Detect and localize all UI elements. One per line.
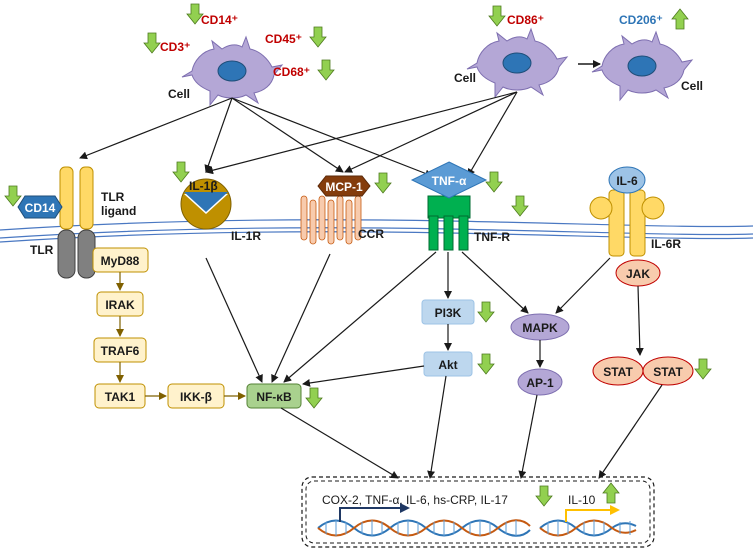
cell-left: Cell CD14⁺ CD3⁺ CD45⁺ CD68⁺ xyxy=(143,3,335,106)
output-box: COX-2, TNF-α, IL-6, hs-CRP, IL-17 IL-10 xyxy=(301,476,655,548)
marker-cd14: CD14⁺ xyxy=(201,13,238,27)
tlr-label: TLR xyxy=(30,243,54,257)
nfkb-label: NF-κB xyxy=(256,390,292,404)
il1b-down-arrow-icon xyxy=(172,161,190,183)
marker-cd3: CD3⁺ xyxy=(160,40,190,54)
cell-right: Cell CD206⁺ xyxy=(591,8,703,101)
il1b-label: IL-1β xyxy=(189,179,218,193)
tlr-receptor: CD14 TLR ligand TLR xyxy=(4,166,136,279)
myd88-label: MyD88 xyxy=(101,254,140,268)
cell-left-label: Cell xyxy=(168,87,190,101)
tlr-ligand-label-1: TLR xyxy=(101,190,125,204)
traf6-label: TRAF6 xyxy=(101,344,140,358)
ccr-receptor: MCP-1 CCR xyxy=(300,172,392,245)
ikkb-label: IKK-β xyxy=(180,390,212,404)
tnfr-label: TNF-R xyxy=(474,230,510,244)
cell-signal-arrows xyxy=(79,91,518,178)
tnfa-label: TNF-α xyxy=(432,174,467,188)
irak-label: IRAK xyxy=(105,298,135,312)
pi3k-label: PI3K xyxy=(435,306,462,320)
pi3k-akt: PI3K Akt xyxy=(421,299,495,377)
il1r-label: IL-1R xyxy=(231,229,261,243)
stat2-label: STAT xyxy=(653,365,683,379)
ccr-label: CCR xyxy=(358,227,384,241)
signal-arrows xyxy=(205,251,663,479)
dna-helix-left-icon xyxy=(317,503,531,537)
tnfr-receptor: TNF-α TNF-R xyxy=(410,161,529,251)
mcp1-label: MCP-1 xyxy=(325,180,363,194)
il1r-receptor: IL-1β IL-1R xyxy=(172,161,261,243)
akt-label: Akt xyxy=(438,358,457,372)
tak1-label: TAK1 xyxy=(105,390,136,404)
il6r-label: IL-6R xyxy=(651,237,681,251)
cell-mid-label: Cell xyxy=(454,71,476,85)
genes-up-arrow-icon xyxy=(602,482,620,504)
genes-down-label: COX-2, TNF-α, IL-6, hs-CRP, IL-17 xyxy=(322,493,508,507)
tnfr-down-arrow-icon xyxy=(511,195,529,217)
cd68-down-arrow-icon xyxy=(317,59,335,81)
jak-label: JAK xyxy=(626,267,650,281)
stat-dimer: STAT STAT xyxy=(592,356,712,386)
myd88-cascade: MyD88 IRAK TRAF6 TAK1 IKK-β xyxy=(92,247,246,409)
genes-up-label: IL-10 xyxy=(568,493,596,507)
dna-helix-right-icon xyxy=(539,505,637,537)
marker-cd206: CD206⁺ xyxy=(619,13,663,27)
marker-cd68: CD68⁺ xyxy=(273,65,310,79)
pi3k-down-arrow-icon xyxy=(477,301,495,323)
il6r-receptor: IL-6 IL-6R JAK xyxy=(589,166,681,287)
mcp1-down-arrow-icon xyxy=(374,172,392,194)
cd14-label: CD14 xyxy=(25,201,56,215)
cell-right-label: Cell xyxy=(681,79,703,93)
mapk-ap1: MAPK AP-1 xyxy=(510,313,570,396)
tnfa-down-arrow-icon xyxy=(485,171,503,193)
stat1-label: STAT xyxy=(603,365,633,379)
cd14-receptor-down-arrow-icon xyxy=(4,185,22,207)
akt-down-arrow-icon xyxy=(477,353,495,375)
tlr-ligand-label-2: ligand xyxy=(101,204,136,218)
genes-down-arrow-icon xyxy=(535,485,553,507)
cd86-down-arrow-icon xyxy=(488,5,506,27)
nfkb-down-arrow-icon xyxy=(305,387,323,409)
cell-mid: Cell CD86⁺ xyxy=(454,5,568,98)
marker-cd86: CD86⁺ xyxy=(507,13,544,27)
marker-cd45: CD45⁺ xyxy=(265,32,302,46)
cd206-up-arrow-icon xyxy=(671,8,689,30)
mapk-label: MAPK xyxy=(522,321,558,335)
cd3-down-arrow-icon xyxy=(143,32,161,54)
il6-label: IL-6 xyxy=(616,174,638,188)
cd45-down-arrow-icon xyxy=(309,26,327,48)
ap1-label: AP-1 xyxy=(526,376,554,390)
nfkb-node: NF-κB xyxy=(246,383,323,409)
stat-down-arrow-icon xyxy=(694,358,712,380)
